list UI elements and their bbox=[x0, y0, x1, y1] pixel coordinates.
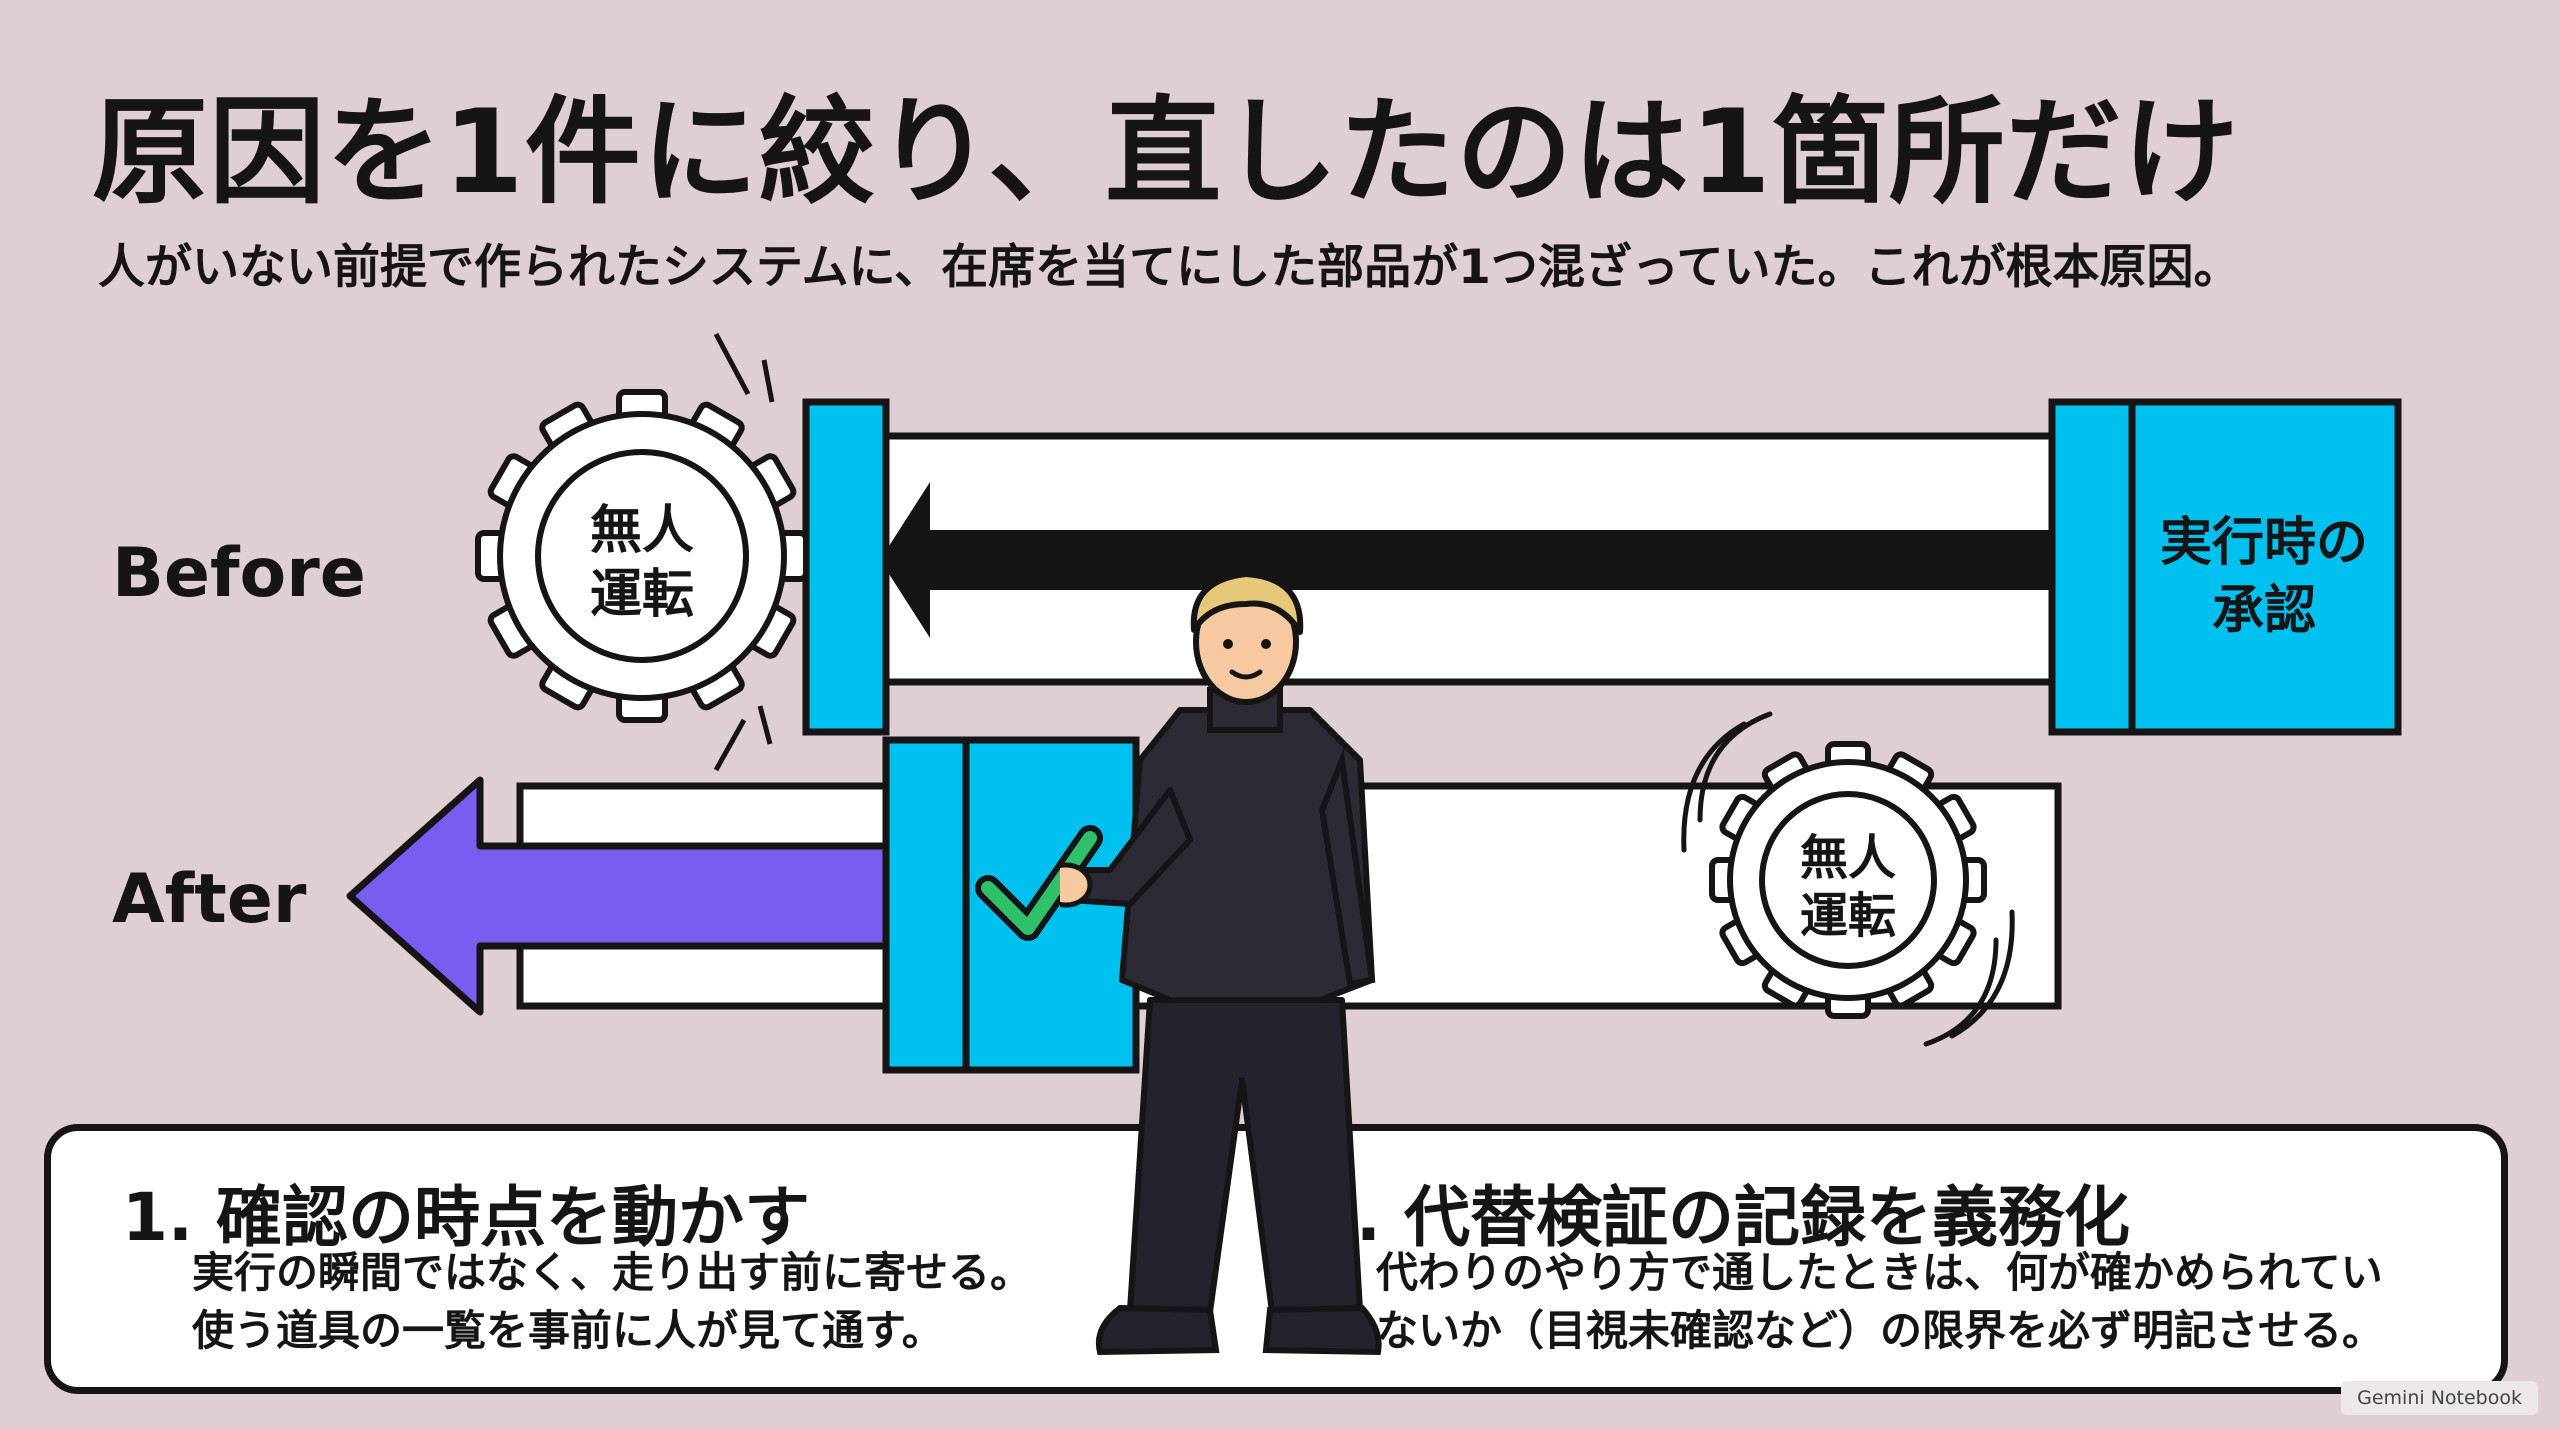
impact-lines bbox=[713, 332, 775, 772]
page-title: 原因を1件に絞り、直したのは1箇所だけ bbox=[92, 85, 2240, 220]
point-1-body: 実行の瞬間ではなく、走り出す前に寄せる。 使う道具の一覧を事前に人が見て通す。 bbox=[192, 1244, 1032, 1360]
after-label: After bbox=[112, 860, 307, 939]
before-left-pillar bbox=[802, 398, 890, 736]
before-label: Before bbox=[112, 534, 366, 613]
point-2-body: 代わりのやり方で通したときは、何が確かめられてい ないか（目視未確認など）の限界… bbox=[1376, 1244, 2384, 1360]
before-gear: 無人 運転 bbox=[475, 389, 809, 723]
before-arrow bbox=[880, 482, 2064, 638]
before-gear-line2: 運転 bbox=[590, 565, 694, 625]
runtime-approval-block: 実行時の 承認 bbox=[2048, 398, 2402, 736]
presenter-illustration bbox=[1060, 571, 1382, 1356]
point-1-line-2: 使う道具の一覧を事前に人が見て通す。 bbox=[192, 1306, 944, 1355]
point-2-title: 2. 代替検証の記録を義務化 bbox=[1310, 1179, 2130, 1256]
watermark-badge: Gemini Notebook bbox=[2341, 1381, 2538, 1415]
approval-block-line1: 実行時の bbox=[2160, 513, 2368, 573]
point-1-line-1: 実行の瞬間ではなく、走り出す前に寄せる。 bbox=[192, 1248, 1033, 1297]
before-gear-line1: 無人 bbox=[590, 501, 694, 561]
after-gear: 無人 運転 bbox=[1709, 741, 1987, 1019]
after-gear-line1: 無人 bbox=[1800, 830, 1896, 886]
motion-lines bbox=[1681, 711, 2015, 1047]
approval-block-line2: 承認 bbox=[2212, 581, 2316, 641]
after-arrow bbox=[346, 776, 940, 1016]
point-2-line-2: ないか（目視未確認など）の限界を必ず明記させる。 bbox=[1376, 1306, 2385, 1355]
point-1-title: 1. 確認の時点を動かす bbox=[122, 1179, 810, 1256]
point-2-line-1: 代わりのやり方で通したときは、何が確かめられてい bbox=[1376, 1248, 2383, 1297]
after-gear-line2: 運転 bbox=[1800, 888, 1896, 944]
page-subtitle: 人がいない前提で作られたシステムに、在席を当てにした部品が1つ混ざっていた。これ… bbox=[98, 240, 2241, 295]
